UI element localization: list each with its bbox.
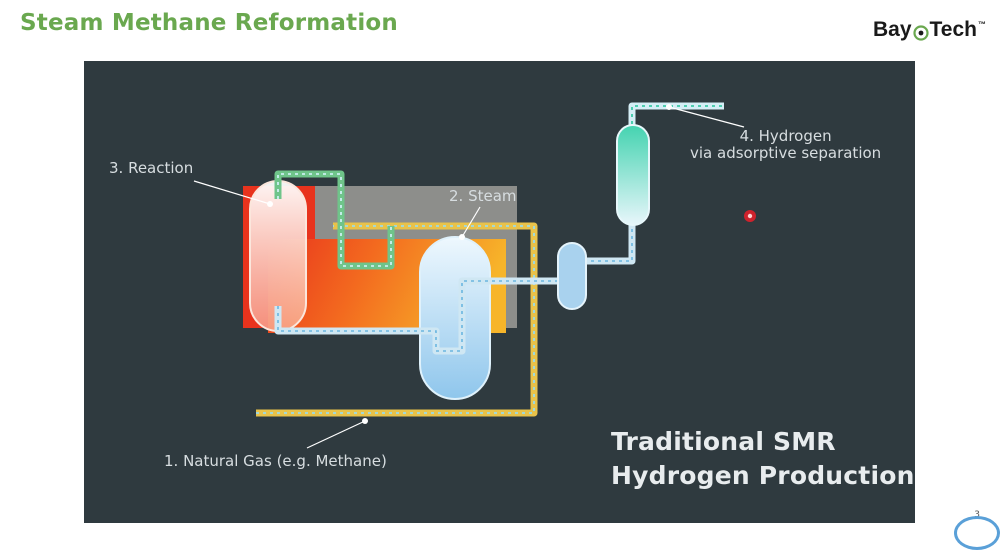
logo-trademark: ™ <box>978 20 986 29</box>
natural-gas-pipe-flow <box>256 225 535 414</box>
shift-separator <box>557 242 587 310</box>
slide-title: Steam Methane Reformation <box>20 10 399 36</box>
dot-hydrogen <box>666 104 672 110</box>
label-reaction: 3. Reaction <box>109 159 194 177</box>
leader-natural-gas <box>306 420 366 449</box>
hydrogen-pipe-flow <box>631 105 724 145</box>
label-hydrogen: 4. Hydrogen via adsorptive separation <box>690 128 881 162</box>
dot-natural-gas <box>362 418 368 424</box>
diagram-caption: Traditional SMR Hydrogen Production <box>611 425 915 493</box>
page-number: 3 <box>974 510 980 520</box>
steam-pipe-flow <box>277 173 392 267</box>
leader-reaction <box>193 180 271 205</box>
smr-process-diagram <box>193 102 756 449</box>
dot-reaction <box>267 201 273 207</box>
label-natural-gas: 1. Natural Gas (e.g. Methane) <box>164 452 387 470</box>
label-steam: 2. Steam <box>449 187 517 205</box>
logo-text-a: Bay <box>873 18 912 41</box>
logo-target-icon <box>912 25 929 41</box>
steam-vessel <box>419 236 491 400</box>
bayotech-logo: Bay Tech ™ <box>873 18 986 42</box>
caption-line2: Hydrogen Production <box>611 461 915 490</box>
logo-text-b: Tech <box>929 18 977 41</box>
syngas-pipe <box>274 224 636 355</box>
corner-decoration <box>954 516 1000 550</box>
leader-steam <box>461 206 481 238</box>
label-hydrogen-line1: 4. Hydrogen <box>739 127 832 145</box>
caption-line1: Traditional SMR <box>611 427 836 456</box>
diagram-panel: 3. Reaction 2. Steam 4. Hydrogen via ads… <box>84 61 915 523</box>
adsorption-tower <box>616 124 650 226</box>
leader-hydrogen <box>668 106 745 128</box>
label-hydrogen-line2: via adsorptive separation <box>690 144 882 162</box>
dot-steam <box>459 234 465 240</box>
